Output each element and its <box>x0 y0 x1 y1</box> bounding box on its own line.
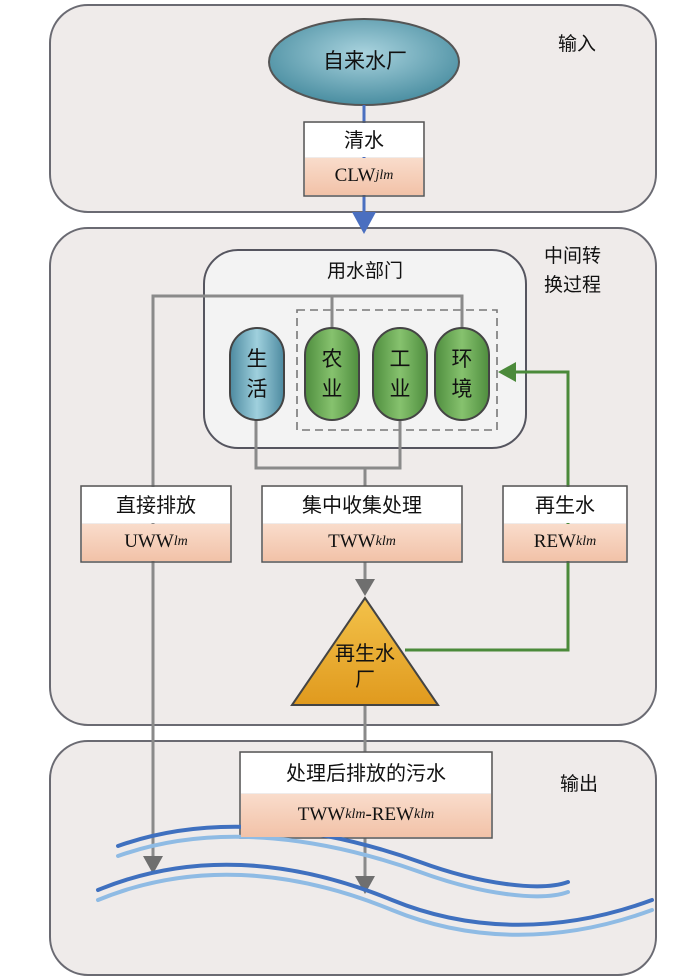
source-label: 自来水厂 <box>323 49 407 74</box>
treated-discharge-code2: REW <box>371 804 415 826</box>
treated-discharge-frame <box>239 751 493 839</box>
input-panel-title: 输入 <box>558 33 597 55</box>
collection-line <box>254 420 402 470</box>
sector-group-title: 用水部门 <box>326 259 403 282</box>
central-treatment-code-main: TWW <box>328 531 376 553</box>
supply-arrow <box>352 212 376 234</box>
clean-water-frame <box>303 121 425 197</box>
treated-outflow-arrow <box>355 876 375 894</box>
central-treatment-code-sub: klm <box>375 534 396 550</box>
central-treatment-frame <box>261 485 463 563</box>
treated-discharge-title: 处理后排放的污水 <box>241 753 491 793</box>
treated-discharge-code1: TWW <box>297 804 346 826</box>
reclaimed-water-frame <box>502 485 628 563</box>
treated-discharge-sub1: klm <box>345 807 366 823</box>
direct-discharge-code-sub: lm <box>173 534 188 550</box>
clean-water-title: 清水 <box>305 123 423 157</box>
central-treatment-title: 集中收集处理 <box>263 487 461 523</box>
to-plant-arrow <box>355 579 375 596</box>
sector-dashed-box <box>296 309 498 431</box>
direct-discharge-title: 直接排放 <box>82 487 230 523</box>
middle-panel-title: 中间转换过程 <box>544 245 602 296</box>
reclaimed-water-title: 再生水 <box>504 487 626 523</box>
sector-environment-capsule <box>434 327 490 421</box>
sector-industry-label: 工业 <box>373 328 427 420</box>
sector-domestic-label: 生活 <box>230 328 284 420</box>
sector-industry-capsule <box>372 327 428 421</box>
sector-agriculture-text: 农业 <box>321 346 343 401</box>
reclaim-plant-triangle <box>290 596 440 706</box>
sector-environment-text: 环境 <box>451 346 473 401</box>
river-waves <box>96 824 654 937</box>
treated-discharge-sep: - <box>365 804 372 826</box>
sector-agriculture-capsule <box>304 327 360 421</box>
distribution-line <box>151 294 464 860</box>
direct-discharge-arrow <box>143 856 163 874</box>
output-panel-title: 输出 <box>560 773 599 795</box>
direct-discharge-code-main: UWW <box>124 531 174 553</box>
reclaim-arrow <box>498 362 516 382</box>
sector-industry-text: 工业 <box>389 346 411 401</box>
clean-water-code-sub: jlm <box>375 168 394 184</box>
reclaim-plant-label: 再生水厂 <box>335 641 395 691</box>
reclaimed-water-code-sub: klm <box>576 534 597 550</box>
sector-domestic-text: 生活 <box>246 346 268 401</box>
sector-domestic-capsule <box>229 327 285 421</box>
sector-environment-label: 环境 <box>435 328 489 420</box>
sector-agriculture-label: 农业 <box>305 328 359 420</box>
output-panel <box>49 740 657 976</box>
reclaimed-water-code-main: REW <box>533 531 576 553</box>
clean-water-code-main: CLW <box>334 165 376 187</box>
direct-discharge-frame <box>80 485 232 563</box>
treated-discharge-sub2: klm <box>414 807 435 823</box>
